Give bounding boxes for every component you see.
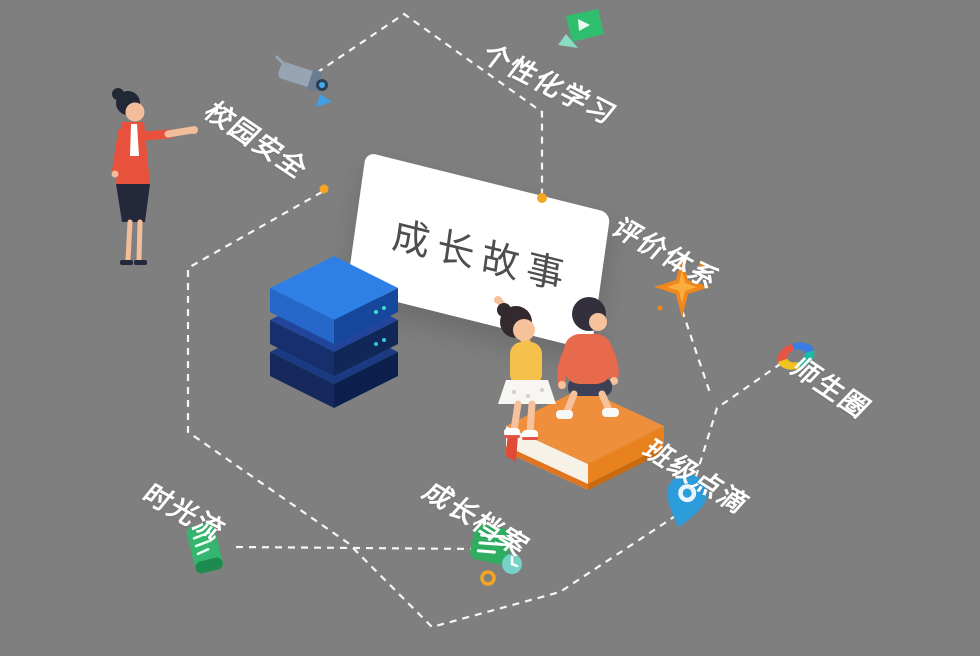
teacher-figure — [111, 88, 198, 265]
orange-dot-left — [319, 184, 329, 194]
connector-bottom-horizontal — [235, 545, 479, 551]
teacher-body — [111, 122, 150, 265]
teacher-pointing-arm — [139, 126, 198, 141]
server-stack — [270, 256, 398, 408]
teacher-head — [112, 88, 145, 122]
node-teacher-student-circle-label: 师生圈 — [783, 353, 878, 425]
orange-ring — [480, 570, 496, 586]
camera-signal — [316, 94, 332, 107]
camera-icon — [274, 54, 332, 107]
green-book-icon — [558, 9, 604, 48]
